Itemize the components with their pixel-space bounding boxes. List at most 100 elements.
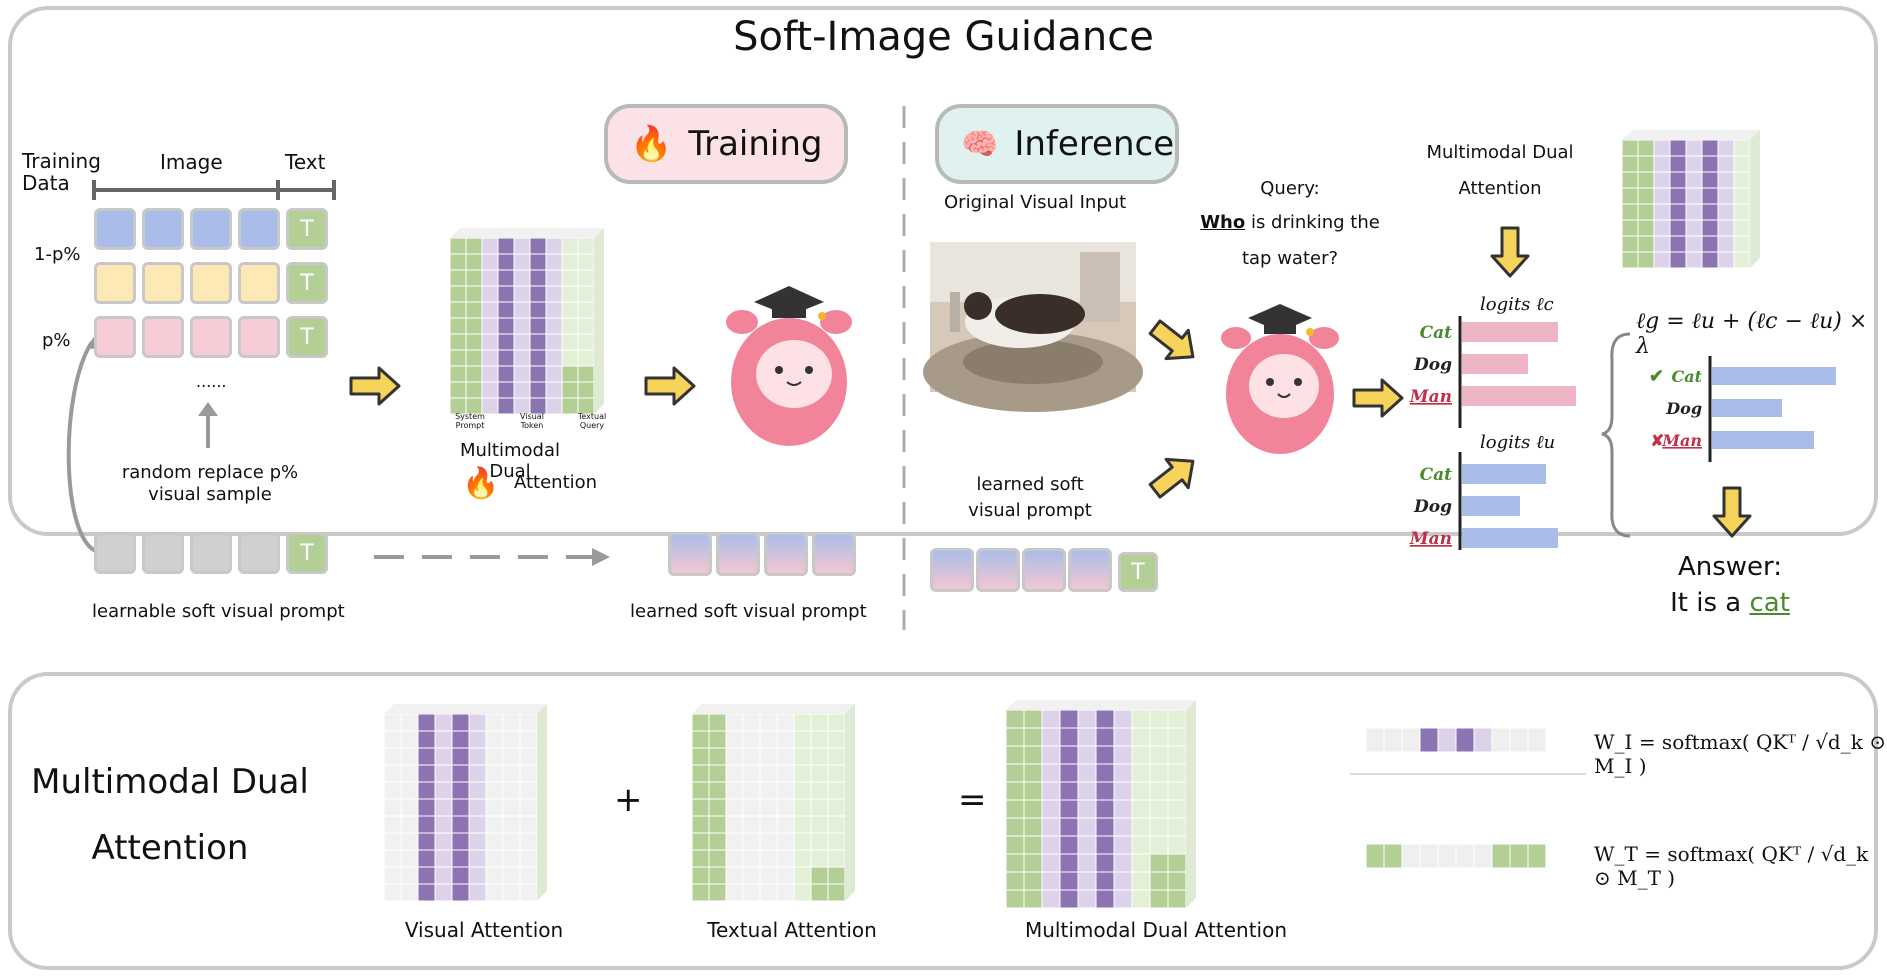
fire-icon: 🔥: [462, 466, 500, 501]
logits-u-class-label: Cat: [1420, 465, 1453, 485]
up-arrow: [198, 402, 218, 448]
logits-u-bar: [1462, 528, 1558, 548]
learned-soft-token: [812, 532, 856, 576]
learned-prompt-label: learned soft visual prompt: [630, 601, 867, 622]
dual-attention-label: Multimodal Dual Attention: [1024, 918, 1288, 942]
logits-u-class-label: Man: [1409, 529, 1452, 549]
axis-label-textual: Textual Query: [577, 412, 607, 430]
yellow-image-token: [94, 262, 136, 304]
answer-label: Answer:: [1677, 552, 1783, 582]
learnable-prompt-label: learnable soft visual prompt: [92, 601, 345, 622]
inference-grid-side-face: [1750, 130, 1760, 268]
learned-soft-token: [930, 548, 974, 592]
pink-image-token: [238, 316, 280, 358]
query-text: Who is drinking the: [1180, 212, 1400, 233]
visual-mask-bar: [1365, 727, 1547, 753]
mask-bar-cell: [1365, 843, 1385, 869]
learned-soft-token: [1022, 548, 1066, 592]
training-attention-label: Multimodal Dual: [459, 440, 560, 482]
logits-u-bar: [1462, 464, 1546, 484]
text-token: T: [1118, 552, 1158, 592]
textual-mask-bar: [1365, 843, 1547, 869]
learned-soft-token: [1068, 548, 1112, 592]
row-label-1p: 1-p%: [34, 244, 81, 265]
logits-c-class-label: Man: [1409, 387, 1452, 407]
mask-bar-cell: [1419, 843, 1439, 869]
dual-attention-grid: [1005, 700, 1196, 909]
fire-icon: 🔥: [630, 124, 673, 164]
yellow-arrow-icon: [1352, 378, 1404, 418]
yellow-image-token: [142, 262, 184, 304]
axis-label-system: System Prompt: [455, 412, 485, 430]
blue-image-token: [238, 208, 280, 250]
training-data-label: Training Data: [22, 149, 101, 195]
image-column-label: Image: [160, 150, 223, 174]
mask-bar-cell: [1383, 843, 1403, 869]
bottom-title-2: Attention: [91, 828, 249, 868]
training-grid-side-face: [594, 228, 604, 414]
row-label-p: p%: [42, 330, 71, 351]
query-who: Who: [1200, 212, 1246, 233]
query-label: Query:: [1260, 178, 1320, 199]
text-token: T: [286, 532, 328, 574]
inference-badge: 🧠 Inference: [935, 104, 1179, 184]
yellow-arrow-icon: [349, 366, 401, 406]
guidance-formula: ℓg = ℓu + (ℓc − ℓu) × λ: [1636, 309, 1868, 359]
page-title: Soft-Image Guidance: [733, 14, 1154, 60]
cat-photo: [923, 242, 1143, 412]
mask-bar-cell: [1527, 843, 1547, 869]
learned-soft-token: [764, 532, 808, 576]
inference-mda-label-2: Attention: [1458, 178, 1542, 199]
guided-class-label: Cat: [1672, 367, 1703, 386]
formula-wt: W_T = softmax( QKᵀ / √d_k ⊙ M_T ): [1594, 842, 1869, 890]
learnable-soft-token: [94, 532, 136, 574]
brain-lightbulb-icon: 🧠: [961, 126, 999, 162]
guided-bar: [1712, 399, 1782, 417]
original-input-label: Original Visual Input: [944, 192, 1127, 213]
text-column-label: Text: [285, 150, 326, 174]
training-badge: 🔥 Training: [604, 104, 848, 184]
pink-image-token: [94, 316, 136, 358]
logits-u-class-label: Dog: [1413, 497, 1452, 517]
guided-class-label: Dog: [1665, 399, 1702, 418]
mask-bar-cell: [1509, 843, 1529, 869]
inference-attention-grid: [1621, 130, 1760, 269]
inference-grid-top-face: [1622, 130, 1760, 140]
mask-bar-cell: [1491, 843, 1511, 869]
learnable-soft-token: [142, 532, 184, 574]
text-token: T: [286, 316, 328, 358]
formula-wi: W_I = softmax( QKᵀ / √d_k ⊙ M_I ): [1594, 730, 1886, 778]
visual-attention-grid: [383, 704, 547, 902]
logits-c-class-label: Cat: [1420, 323, 1453, 343]
yellow-arrow-icon: [1712, 486, 1752, 538]
guided-class-label: Man: [1661, 431, 1702, 450]
logits-c-label: logits ℓc: [1480, 294, 1554, 315]
yellow-image-token: [238, 262, 280, 304]
inference-learned-prompt-label: learned soft visual prompt: [968, 474, 1092, 521]
query-rest-1: is drinking the: [1245, 212, 1380, 233]
logits-c-bar: [1462, 354, 1528, 374]
learnable-soft-token: [190, 532, 232, 574]
blue-image-token: [142, 208, 184, 250]
visual-attention-label: Visual Attention: [404, 918, 564, 942]
mask-bar-cell: [1527, 727, 1547, 753]
yellow-arrow-icon: [644, 366, 696, 406]
text-token: T: [286, 208, 328, 250]
answer-word: cat: [1749, 588, 1790, 618]
llama-mascot-icon: [1221, 304, 1339, 454]
guided-bar: [1712, 431, 1814, 449]
textual-grid-side-face: [845, 704, 855, 901]
answer-text: It is a cat: [1640, 588, 1820, 618]
answer-prefix: It is a: [1670, 588, 1750, 618]
cross-icon: ✘: [1651, 431, 1664, 450]
logits-c-class-label: Dog: [1413, 355, 1452, 375]
blue-image-token: [190, 208, 232, 250]
visual-grid-side-face: [537, 704, 547, 901]
multimodal-dual-attention-panel: [8, 672, 1878, 970]
mask-bar-cell: [1473, 843, 1493, 869]
textual-attention-grid: [691, 704, 855, 902]
training-label: Training: [688, 124, 823, 164]
